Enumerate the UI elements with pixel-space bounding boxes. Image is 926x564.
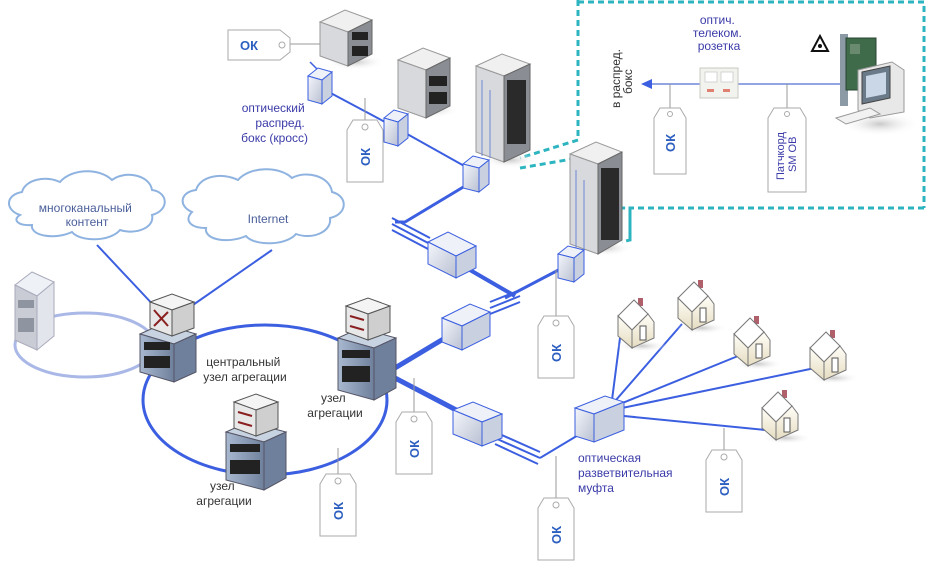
cloud-multichannel-content: многоканальный контент — [8, 170, 166, 241]
cable-tag: ОК — [346, 119, 384, 183]
node-label-line: агрегации — [196, 494, 251, 508]
inset-connector — [621, 208, 632, 244]
building-icon — [396, 47, 460, 119]
to-box-label-line: в распред. — [609, 49, 623, 108]
house-icon — [616, 298, 668, 352]
office-building-icon — [14, 271, 55, 352]
svg-text:в распред. бокс: в распред. бокс — [609, 46, 635, 108]
splice-closure-label-line: муфта — [578, 481, 614, 495]
aggregation-node-icon — [336, 297, 398, 401]
cable-tag-label: ОК — [240, 38, 258, 53]
svg-text:центральный узел агрегации: центральный узел агрегации — [203, 355, 286, 384]
arrow-left-icon — [641, 79, 652, 89]
distribution-box-icon — [382, 109, 410, 148]
svg-text:узел агрегации: узел агрегации — [307, 391, 362, 420]
to-box-label-line: бокс — [621, 69, 635, 94]
distribution-box-icon — [556, 245, 586, 284]
node-label-line: узел — [210, 479, 235, 493]
computer-icon — [834, 34, 920, 136]
cable-tag: ОК — [653, 107, 687, 175]
inset-connector — [628, 206, 926, 240]
house-icon — [732, 316, 784, 370]
cloud-label: Internet — [248, 212, 289, 226]
cable-tags: ОК ОК ОК ОК ОК ОК ОК — [227, 29, 743, 561]
switch-arrows-icon — [237, 411, 253, 427]
switch-arrows-icon — [349, 315, 365, 331]
inset-connector — [519, 0, 580, 160]
building-icon — [318, 9, 385, 70]
splice-closure-label-line: разветвительная — [578, 466, 673, 480]
house-icon — [760, 390, 812, 444]
inset-border — [578, 0, 926, 208]
aggregation-node-icon — [224, 393, 288, 491]
distribution-box-label-line: бокс (кросс) — [241, 131, 308, 145]
cable-tag-label: ОК — [549, 526, 564, 544]
svg-text:Патчкорд SM OB: Патчкорд SM OB — [775, 129, 799, 180]
cloud-internet: Internet — [181, 168, 345, 245]
cable-tag: ОК — [537, 497, 575, 561]
optical-socket-icon — [699, 67, 739, 99]
socket-label-line: оптич. — [700, 13, 735, 27]
socket-label-line: розетка — [698, 39, 741, 53]
svg-text:оптический распред. бо: оптический распред. бокс (кросс) — [241, 101, 308, 145]
distribution-box-label-line: оптический — [242, 101, 305, 115]
cable-tag-label: ОК — [717, 478, 732, 496]
node-label-line: узел агрегации — [203, 370, 286, 384]
patchcord-label-line: Патчкорд — [775, 132, 787, 180]
svg-text:многоканальный контент: многоканальный контент — [39, 201, 135, 229]
splice-closure-icon — [451, 401, 504, 447]
splice-closure-icon — [426, 231, 478, 279]
laser-warning-icon — [810, 33, 830, 52]
cloud-label-line: многоканальный — [39, 201, 132, 215]
cable-tag: ОК — [227, 29, 291, 61]
tall-building-icon — [474, 53, 538, 168]
cable-tag-label: ОК — [358, 148, 373, 166]
cable-tag-label: ОК — [549, 344, 564, 362]
svg-text:узел агрегации: узел агрегации — [196, 479, 251, 508]
cable-tag: ОК — [319, 473, 357, 537]
cable-tag-label: ОК — [407, 440, 422, 458]
splice-closure-label-line: оптическая — [578, 451, 641, 465]
cable-tag-label: ОК — [663, 134, 678, 152]
houses — [616, 280, 860, 444]
cloud-label-line: контент — [66, 215, 109, 229]
svg-text:оптическая разветвительная: оптическая разветвительная муфта — [578, 451, 676, 495]
socket-label-line: телеком. — [693, 26, 742, 40]
cable-tag: ОК — [537, 315, 575, 379]
svg-text:оптич. телеком. ро: оптич. телеком. розетка — [693, 13, 745, 53]
inset-panel: оптич. телеком. розетка в распред. бокс … — [519, 0, 926, 244]
cable-tag-label: ОК — [331, 502, 346, 520]
cable-tag: ОК — [705, 449, 743, 513]
central-aggregation-node-icon — [138, 293, 198, 383]
tall-building-icon — [568, 141, 633, 256]
node-label-line: узел — [321, 391, 346, 405]
node-label-line: агрегации — [307, 406, 362, 420]
splice-closure-icon — [440, 303, 492, 351]
house-icon — [808, 330, 860, 384]
distribution-box-icon — [306, 67, 334, 106]
node-label-line: центральный — [206, 355, 280, 369]
patchcord-tag: Патчкорд SM OB — [767, 107, 807, 193]
splitter-closure-icon — [573, 395, 626, 443]
distribution-box-label-line: распред. — [255, 116, 304, 130]
distribution-box-icon — [461, 155, 491, 194]
cable-tag: ОК — [395, 411, 433, 475]
patchcord-label-line: SM OB — [787, 137, 799, 172]
switch-arrows-icon — [153, 309, 169, 327]
house-icon — [676, 280, 728, 334]
